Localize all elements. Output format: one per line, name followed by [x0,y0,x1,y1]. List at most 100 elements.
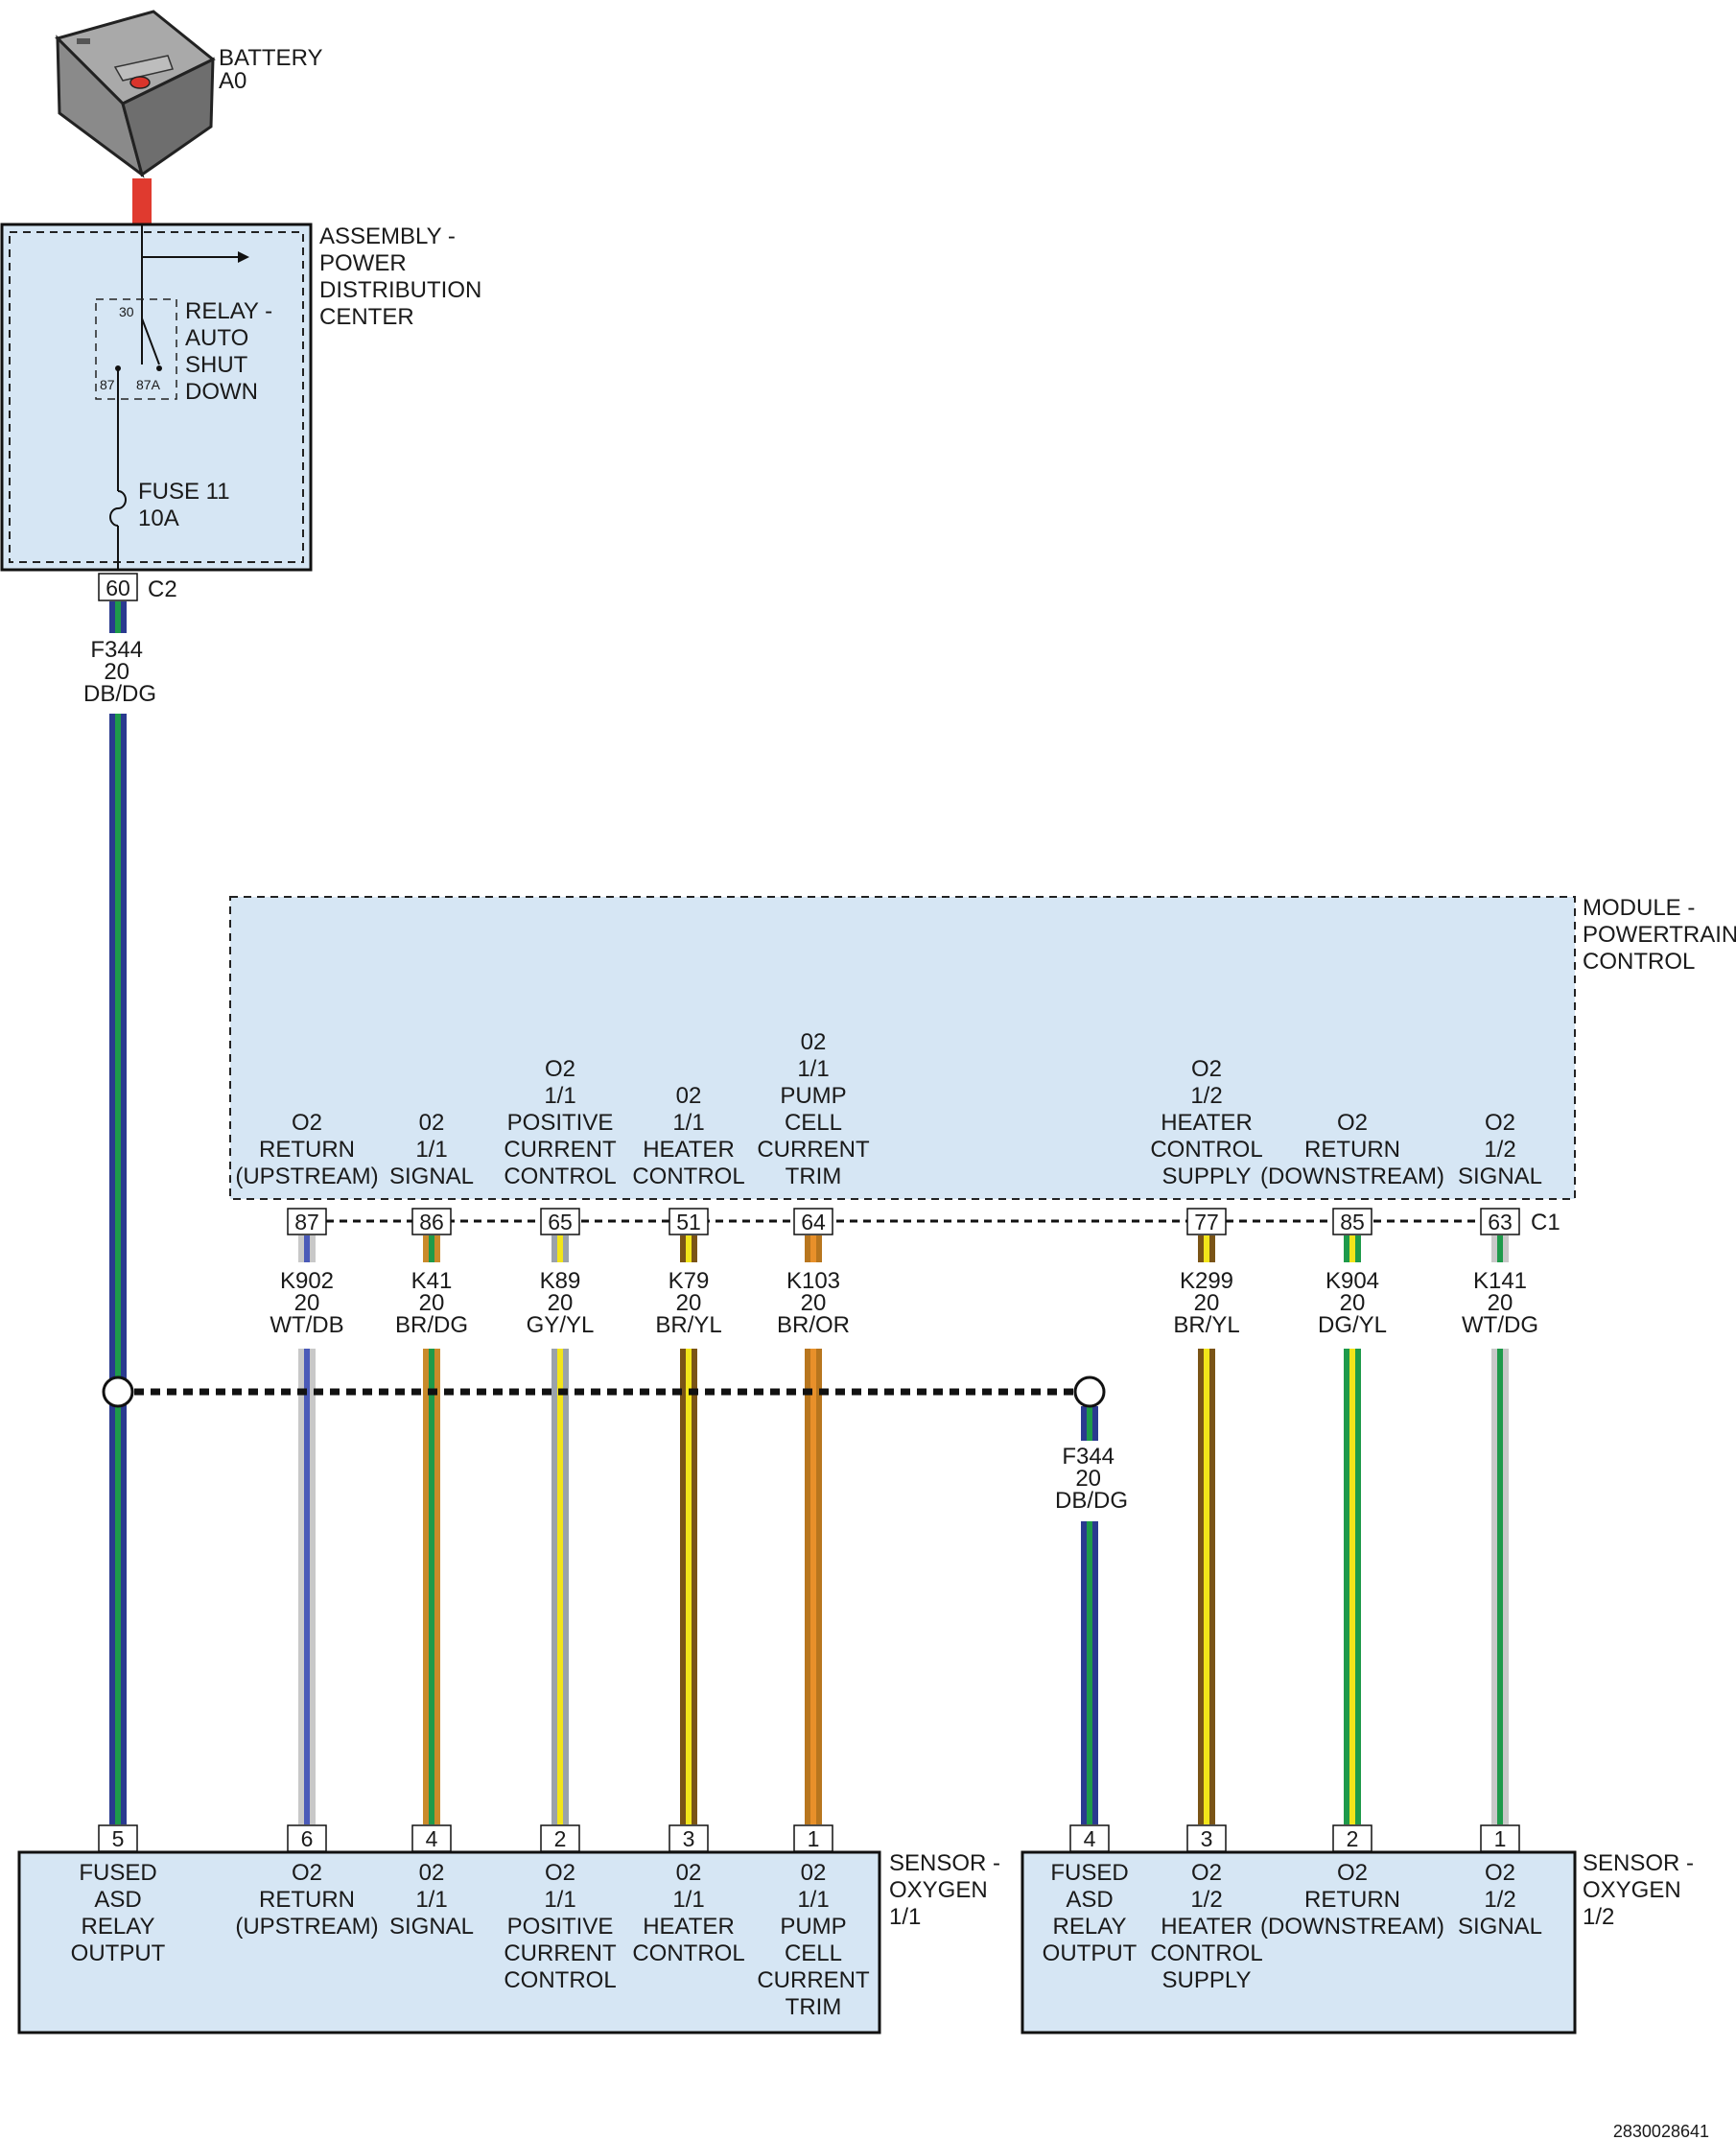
wire-k141-main-stripe [1497,1349,1503,1824]
pdc-connector: C2 [148,576,177,602]
pcm-pin-87-box [287,1208,327,1235]
wire-label-f344-main: F344 20 DB/DG [83,637,156,707]
sensor2-pin-2-number: 2 [1347,1826,1359,1851]
sensor2-pin-1-box [1480,1824,1520,1852]
sensor2-pin-4-box [1069,1824,1110,1852]
wire-f344-splice-main-stripe [1087,1521,1092,1824]
sensor1-pin-3-box [669,1824,709,1852]
relay-pin-30: 30 [119,304,134,319]
pdc-pin-number: 60 [106,576,130,600]
wire-label-f344-splice: F344 20 DB/DG [1055,1444,1128,1514]
wire-k89-top-stripe [557,1235,563,1262]
pcm-pin-87-number: 87 [294,1210,319,1235]
pdc-pin-box [98,573,138,601]
pcm-pin-86-number: 86 [419,1210,444,1235]
pdc-internal-circuit [109,224,238,570]
sensor1-pin-3-number: 3 [683,1826,695,1851]
splice-node-left [102,1376,134,1408]
branch-arrow-icon [238,251,249,263]
sensor1-pin-4-number: 4 [426,1826,438,1851]
pcm-pin-64-box [793,1208,833,1235]
sensor2-pin-3-box [1186,1824,1227,1852]
figure-id: 2830028641 [1613,2122,1709,2140]
pcm-box [229,896,1576,1200]
pcm-label: MODULE - POWERTRAIN CONTROL [1583,895,1736,975]
sensor1-label: SENSOR - OXYGEN 1/1 [889,1850,1007,1930]
battery-icon [55,10,216,178]
pcm-connector: C1 [1531,1210,1560,1235]
fuse-label: FUSE 11 10A [138,479,236,531]
pdc-dashed-border [9,231,304,563]
sensor1-pin-2-number: 2 [554,1826,567,1851]
sensor2-box [1020,1850,1577,2034]
pcm-pin-77-box [1186,1208,1227,1235]
wire-k79-top-stripe [686,1235,692,1262]
wire-k103-top-stripe [810,1235,816,1262]
pcm-pin-51-number: 51 [676,1210,701,1235]
wire-k41-main-stripe [429,1349,434,1824]
sensor1-pin-5-box [98,1824,138,1852]
relay-contact-87 [115,365,121,371]
wire-k299-top-stripe [1204,1235,1209,1262]
battery-label: BATTERY A0 [219,45,329,94]
sensor1-pin-6-number: 6 [301,1826,314,1851]
sensor1-pin-6-box [287,1824,327,1852]
relay-pin-87a: 87A [136,377,161,392]
sensor1-pin-4-box [411,1824,452,1852]
wire-f344-top-stripe [115,601,121,633]
sensor2-pin-1-number: 1 [1494,1826,1507,1851]
wire-k299-main-stripe [1204,1349,1209,1824]
pcm-pin-51-box [669,1208,709,1235]
wire-k904-main-stripe [1349,1349,1355,1824]
pcm-pin-86-box [411,1208,452,1235]
wire-f344-main-stripe [115,714,121,1824]
wire-k79-main-stripe [686,1349,692,1824]
sensor1-pin-1-box [793,1824,833,1852]
wire-k904-top-stripe [1349,1235,1355,1262]
sensor2-pin-3-number: 3 [1201,1826,1213,1851]
pcm-pin-85-number: 85 [1340,1210,1365,1235]
relay-label: RELAY - AUTO SHUT DOWN [185,298,279,405]
wire-k902-top-stripe [304,1235,310,1262]
relay-contact-87a [156,365,162,371]
relay-dashed-box [95,298,177,400]
wire-k103-main-stripe [810,1349,816,1824]
pdc-box [0,223,313,572]
wire-k41-top-stripe [429,1235,434,1262]
wire-k902-main-stripe [304,1349,310,1824]
pcm-pin-85-box [1332,1208,1372,1235]
sensor1-pin-2-box [540,1824,580,1852]
sensor2-label: SENSOR - OXYGEN 1/2 [1583,1850,1701,1930]
sensor1-pin-5-number: 5 [112,1826,125,1851]
pcm-pin-63-box [1480,1208,1520,1235]
sensor2-pin-2-box [1332,1824,1372,1852]
